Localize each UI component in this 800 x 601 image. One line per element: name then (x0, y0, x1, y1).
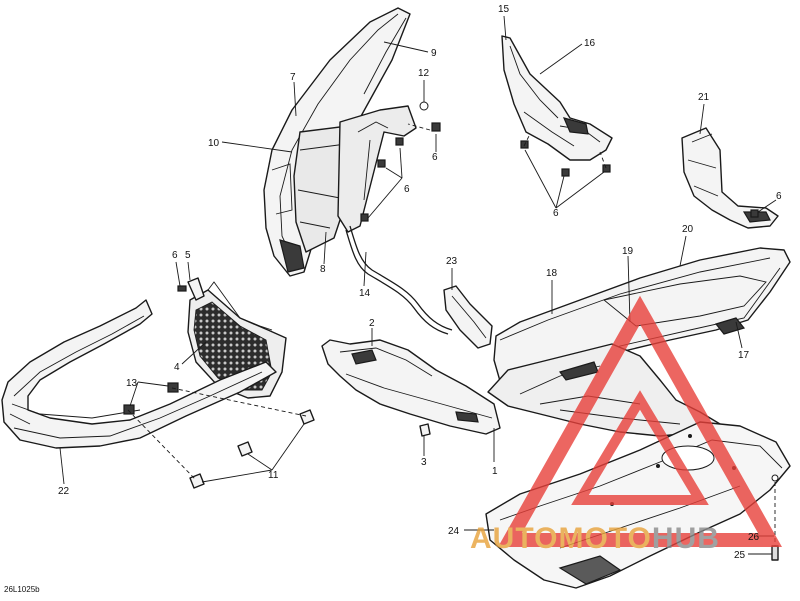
callout-9: 9 (431, 48, 437, 59)
callout-11: 11 (268, 470, 279, 481)
callout-13: 13 (126, 378, 138, 389)
part-bracket-23 (443, 285, 493, 349)
callout-1: 1 (492, 466, 498, 477)
callout-21: 21 (698, 92, 710, 103)
callout-12: 12 (418, 68, 430, 79)
callout-19: 19 (622, 246, 634, 257)
callout-17: 17 (738, 350, 750, 361)
callout-24: 24 (448, 526, 460, 537)
watermark-triangle-inner (571, 390, 709, 505)
part-side-trim-upper (501, 35, 613, 161)
callout-25: 25 (734, 550, 746, 561)
callout-2: 2 (369, 318, 375, 329)
part-deflector (321, 339, 501, 435)
callout-6: 6 (776, 191, 782, 202)
callout-10: 10 (208, 138, 220, 149)
callouts: 1 2 3 4 5 6 6 6 6 6 7 8 9 10 11 12 13 14… (58, 4, 782, 561)
callout-16: 16 (584, 38, 596, 49)
part-bumper (1, 299, 277, 449)
callout-6: 6 (172, 250, 178, 261)
callout-8: 8 (320, 264, 326, 275)
watermark-text-end: HUB (652, 522, 720, 555)
part-bracket-21 (681, 127, 779, 229)
callout-5: 5 (185, 250, 191, 261)
callout-26: 26 (748, 532, 760, 543)
callout-20: 20 (682, 224, 694, 235)
callout-6: 6 (553, 208, 559, 219)
callout-18: 18 (546, 268, 558, 279)
watermark: AUTOMOTOHUB (470, 295, 782, 555)
watermark-text-main: AUTOMOTO (470, 522, 652, 555)
callout-23: 23 (446, 256, 458, 267)
callout-15: 15 (498, 4, 510, 15)
watermark-triangle (498, 295, 782, 547)
fasteners (123, 101, 779, 561)
part-cable (345, 225, 453, 335)
leader-lines (59, 15, 777, 555)
part-front-fascia (263, 7, 417, 277)
callout-22: 22 (58, 486, 70, 497)
callout-14: 14 (359, 288, 371, 299)
watermark-text: AUTOMOTOHUB (470, 522, 720, 555)
callout-6: 6 (432, 152, 438, 163)
callout-4: 4 (174, 362, 180, 373)
drawing-code: 26L1025b (4, 585, 40, 594)
callout-3: 3 (421, 457, 427, 468)
callout-7: 7 (290, 72, 296, 83)
callout-6: 6 (404, 184, 410, 195)
